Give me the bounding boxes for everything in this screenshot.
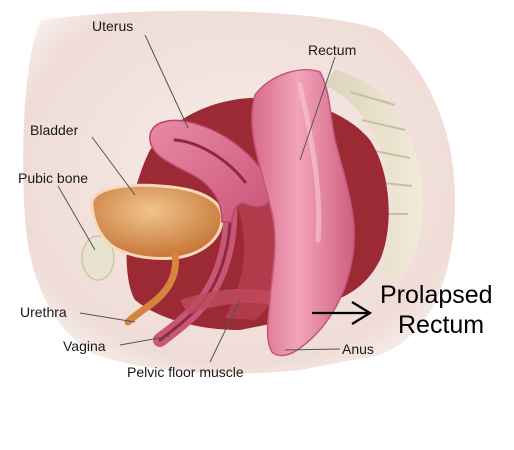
anus-leader-line [284,348,341,351]
callout-line-2: Rectum [398,311,484,339]
pubic-bone-shape [81,235,115,281]
bladder-label: Bladder [30,122,79,138]
rectum-leader-line [299,56,336,161]
bladder-shape [90,183,224,260]
vagina-leader-line [119,335,171,346]
pubic-bone-label: Pubic bone [18,170,88,186]
vagina-label: Vagina [63,338,106,354]
anus-label: Anus [342,341,374,357]
urethra-label: Urethra [20,304,67,320]
pubic-bone-leader-line [57,185,96,251]
pelvic-floor-muscle-label: Pelvic floor muscle [127,364,244,380]
urethra-shape [124,251,180,326]
rectum-highlight [297,82,322,243]
uterus-leader-line [144,34,189,129]
rectum-shape [251,69,355,357]
spine-shape [325,70,424,280]
rectum-label: Rectum [308,42,356,58]
bladder-leader-line [91,136,136,196]
prolapse-arrow-head [351,301,373,325]
uterus-cavity-line [173,138,247,184]
pelvic-floor-muscle-shape [180,288,275,315]
urethra-leader-line [79,312,136,323]
callout-line-1: Prolapsed [380,281,493,309]
uterus-label: Uterus [92,18,133,34]
pelvic-floor-muscle-leader-line [209,299,241,363]
uterus-shape [149,119,272,223]
